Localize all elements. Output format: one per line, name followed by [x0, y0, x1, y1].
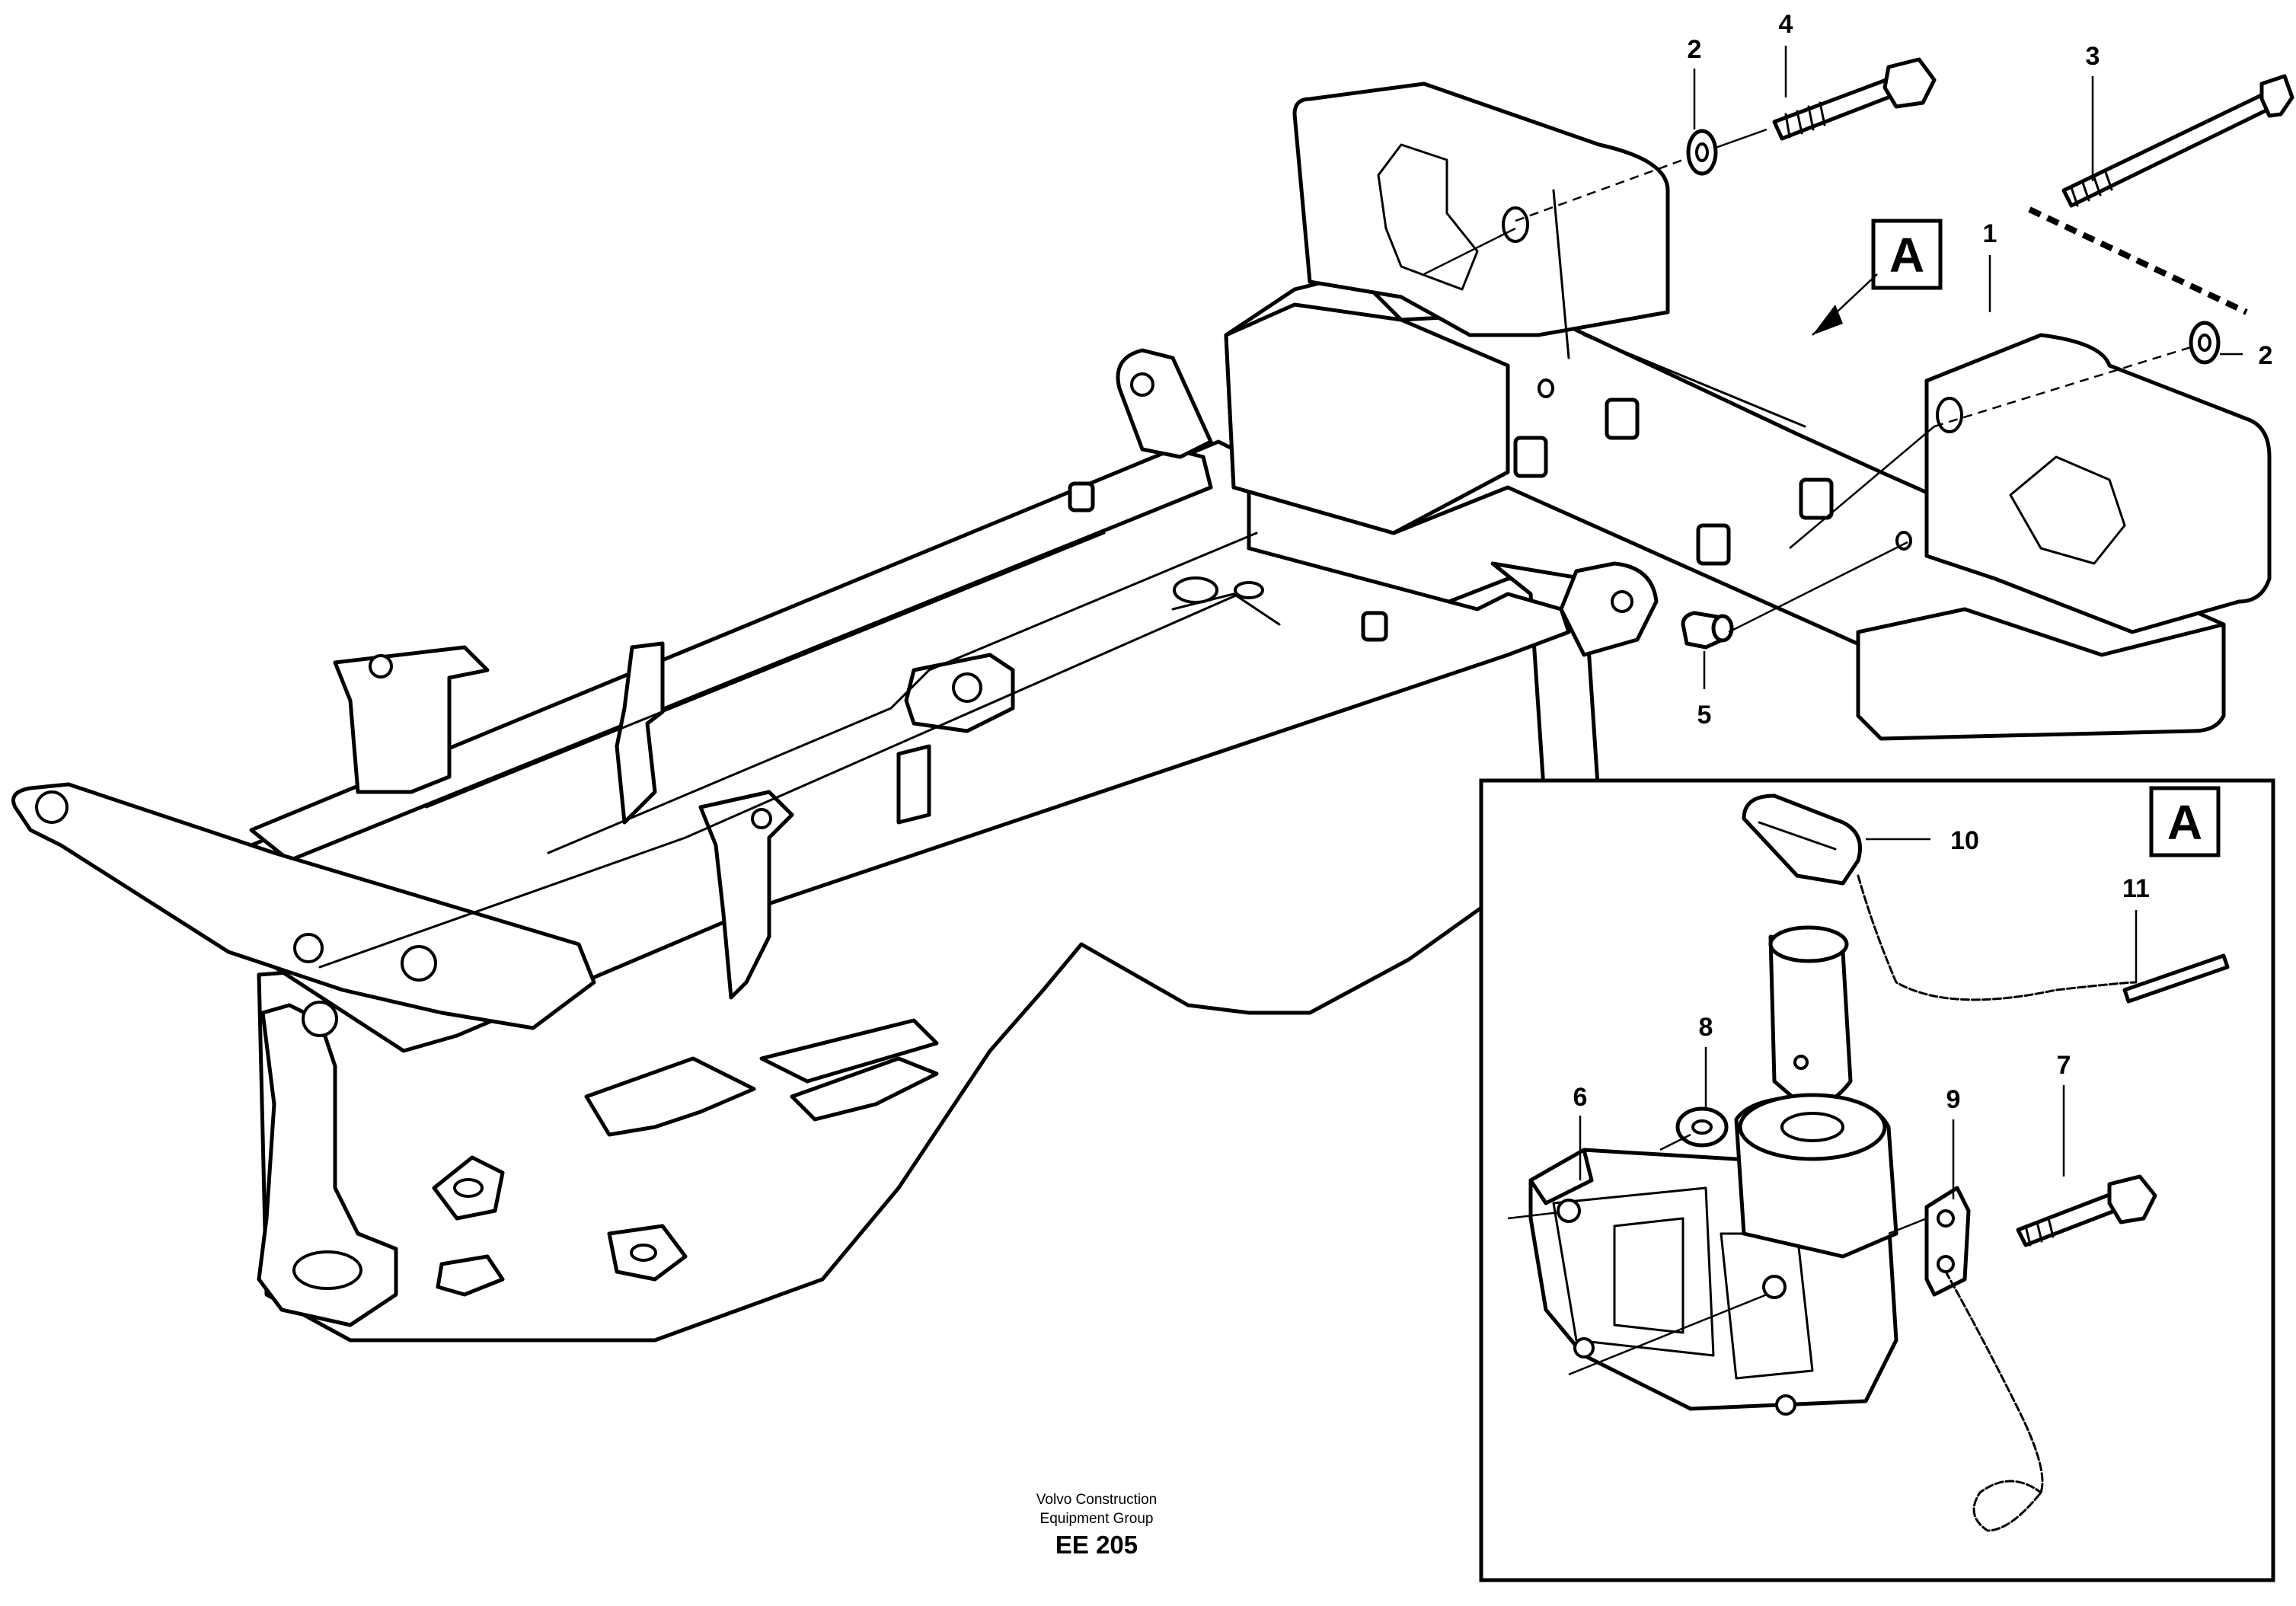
callout-1: 1	[1983, 219, 1997, 248]
callout-11: 11	[2122, 874, 2150, 903]
callout-8: 8	[1699, 1013, 1713, 1042]
callout-7: 7	[2057, 1051, 2071, 1080]
chain-part-9	[1944, 1270, 2044, 1532]
publisher-footer: Volvo Construction Equipment Group EE 20…	[1036, 1492, 1157, 1559]
bolt-3-length-indicator	[2028, 206, 2248, 315]
illustration-code: EE 205	[1055, 1531, 1138, 1559]
counterweight-part-1	[1224, 81, 2272, 741]
front-frame	[11, 348, 1659, 1343]
detail-view-a-label: A	[2167, 795, 2202, 850]
plug-part-5	[1681, 611, 1734, 650]
linch-pin-part-10	[1742, 793, 1862, 1108]
bolt-part-4	[1772, 57, 1937, 141]
drawbar-bracket-part-6	[1528, 1093, 1898, 1416]
view-marker-a: A	[1812, 219, 1943, 336]
publisher-line-2: Equipment Group	[1040, 1511, 1154, 1527]
callout-9: 9	[1946, 1085, 1961, 1114]
lock-plate-part-9	[1924, 1186, 1971, 1297]
callout-2-lower: 2	[2259, 341, 2273, 370]
callout-6: 6	[1573, 1083, 1588, 1112]
callout-10: 10	[1950, 826, 1979, 855]
view-marker-a-label: A	[1889, 228, 1924, 283]
callout-5: 5	[1697, 701, 1712, 730]
washer-part-2-lower	[2189, 321, 2221, 365]
washer-part-8	[1675, 1106, 1729, 1148]
pin-part-11	[2122, 953, 2230, 1004]
long-bolt-part-3	[2061, 74, 2294, 208]
washer-part-2-upper	[1686, 129, 1718, 176]
publisher-line-1: Volvo Construction	[1036, 1492, 1157, 1508]
callout-2-upper: 2	[1688, 35, 1702, 64]
bolt-part-7	[2016, 1174, 2157, 1247]
detail-view-a: A	[1479, 778, 2275, 1582]
chain-part-10	[1857, 874, 2138, 1001]
callout-3: 3	[2086, 42, 2100, 71]
callout-4: 4	[1779, 10, 1793, 39]
callout-leaders	[1579, 46, 2243, 1199]
